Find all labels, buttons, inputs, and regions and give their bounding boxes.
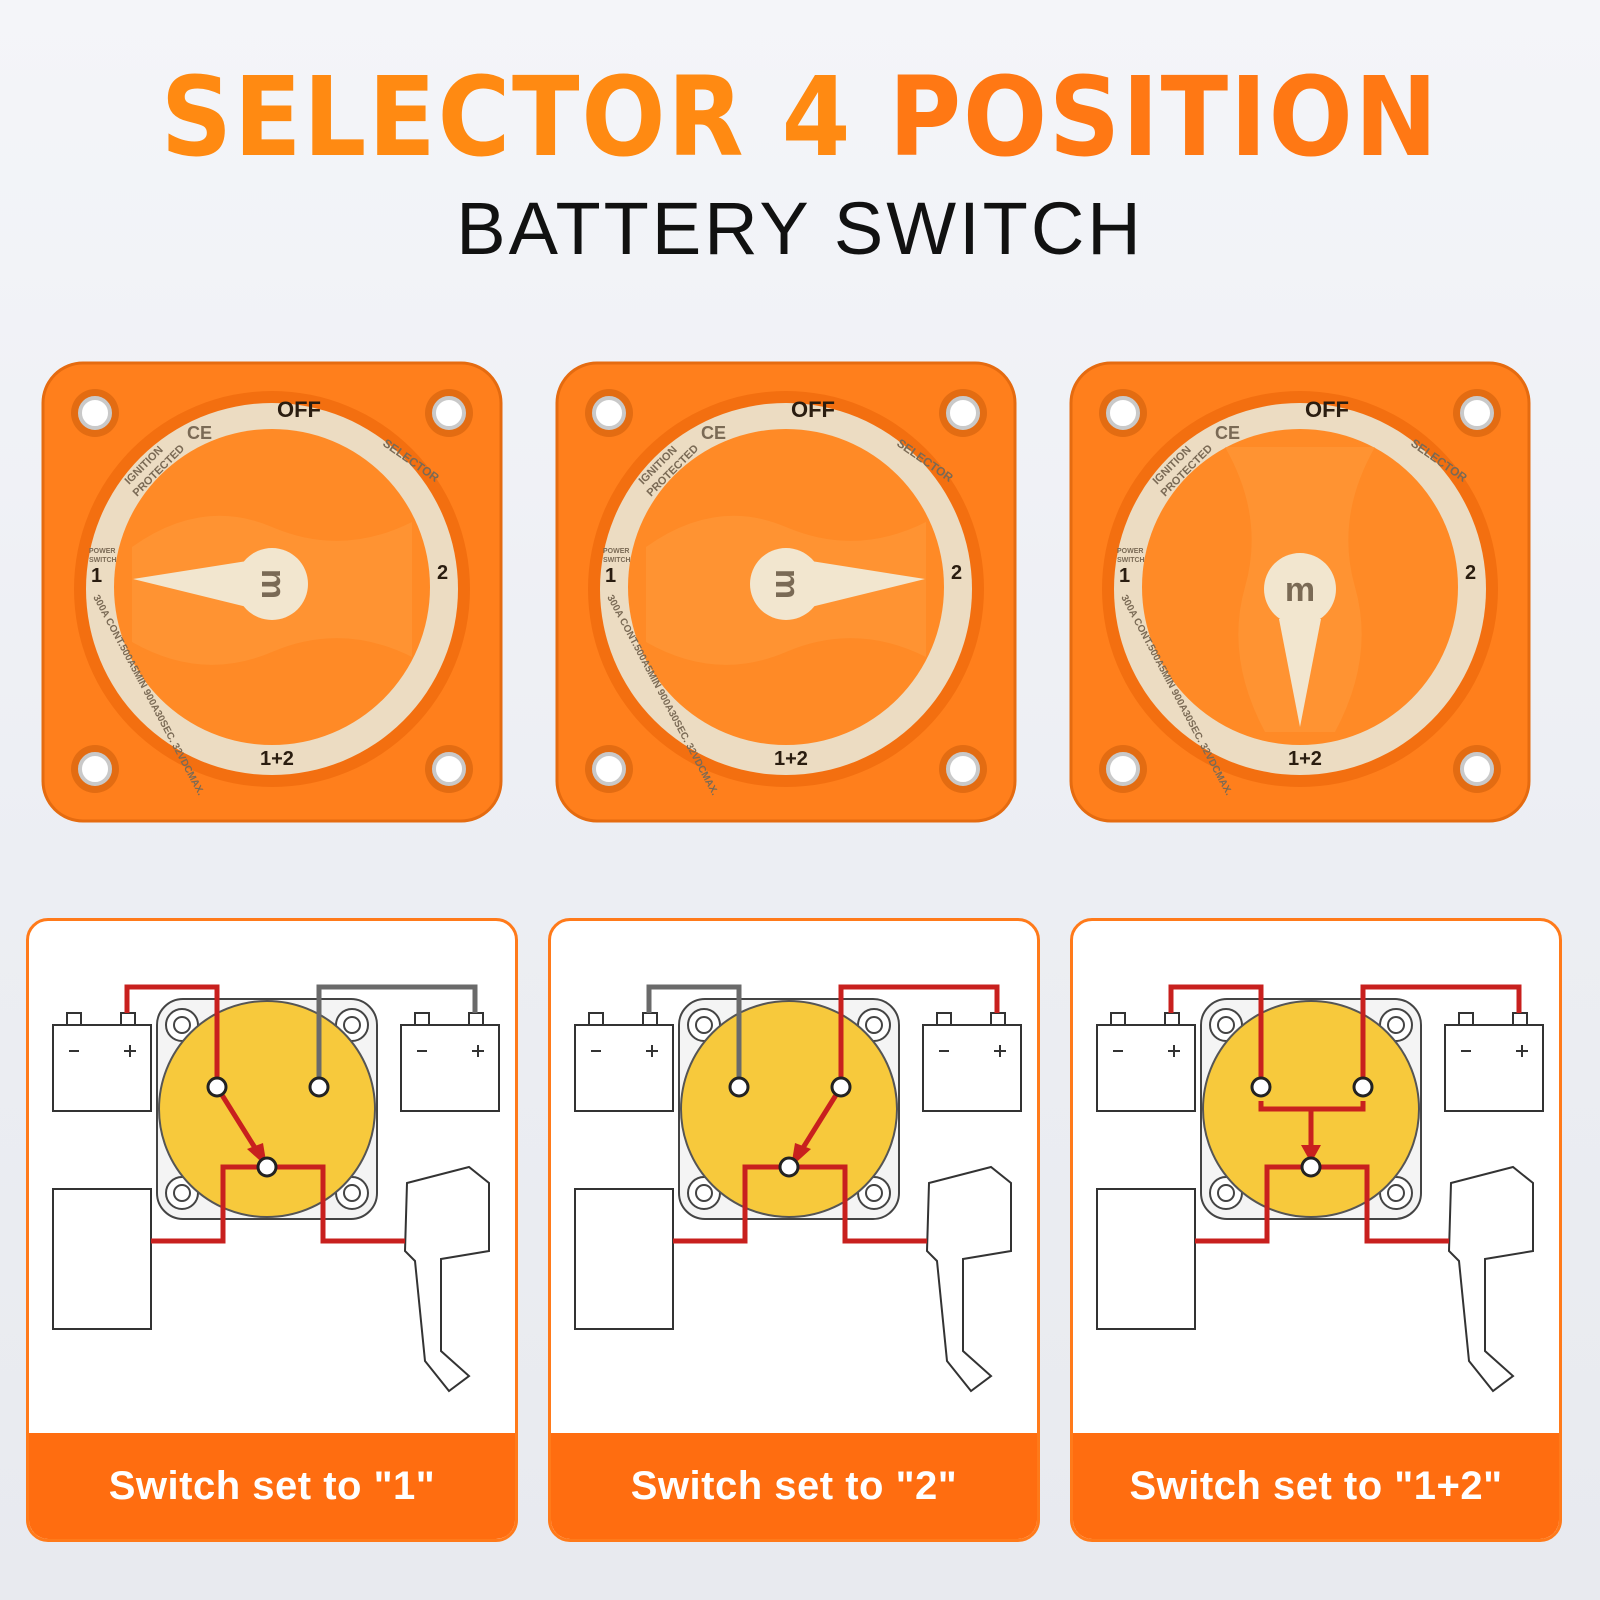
outboard-motor-icon	[1447, 1165, 1534, 1393]
wire-battery-2	[316, 984, 478, 1087]
dial-switch-label: SWITCH	[1117, 557, 1145, 564]
battery-1-icon	[52, 1024, 152, 1112]
dial-ce-mark: CE	[701, 423, 726, 443]
wire-battery-1	[1168, 984, 1264, 1087]
terminal-1-icon	[206, 1076, 228, 1098]
page-title: SELECTOR 4 POSITION	[80, 62, 1520, 172]
current-arrow	[798, 1085, 844, 1153]
dial-power-label: POWER	[603, 548, 629, 555]
common-terminal-icon	[1300, 1156, 1322, 1178]
dial-switch-label: SWITCH	[89, 557, 117, 564]
card-caption: Switch set to "1+2"	[1073, 1433, 1559, 1539]
wire-battery-2	[1360, 984, 1522, 1087]
wire-battery-2	[838, 984, 1000, 1087]
current-arrow	[214, 1085, 260, 1153]
outboard-motor-icon	[925, 1165, 1012, 1393]
battery-switch-position-2: OFF CE SELECTOR IGNITION PROTECTED POWER…	[551, 357, 1021, 827]
battery-2-icon	[922, 1024, 1022, 1112]
dial-position-1-2-label: 1+2	[774, 748, 808, 770]
dial-position-1-label: 1	[605, 565, 616, 587]
outboard-motor-icon	[403, 1165, 490, 1393]
dial-logo: m	[768, 569, 806, 599]
title-part-1: SELECTOR 4	[160, 53, 853, 181]
title-part-2: POSITION	[888, 53, 1440, 181]
wiring-card-position-2: Switch set to "2"	[548, 918, 1040, 1542]
switch-dial-icon	[680, 1000, 898, 1218]
switch-graphic: OFF CE SELECTOR IGNITION PROTECTED POWER…	[1069, 361, 1531, 823]
switch-graphic: OFF CE SELECTOR IGNITION PROTECTED POWER…	[555, 361, 1017, 823]
battery-1-icon	[1096, 1024, 1196, 1112]
fuse-panel-icon	[52, 1188, 152, 1330]
dial-switch-label: SWITCH	[603, 557, 631, 564]
dial-logo: m	[1285, 571, 1315, 609]
common-terminal-icon	[256, 1156, 278, 1178]
battery-switch-position-1: OFF CE SELECTOR IGNITION PROTECTED POWER…	[37, 357, 507, 827]
dial-ce-mark: CE	[1215, 423, 1240, 443]
dial-off-label: OFF	[277, 397, 321, 422]
dial-position-1-2-label: 1+2	[1288, 748, 1322, 770]
wiring-diagram	[52, 984, 500, 1393]
dial-position-1-label: 1	[91, 565, 102, 587]
dial-power-label: POWER	[89, 548, 115, 555]
wiring-card-position-1-2: Switch set to "1+2"	[1070, 918, 1562, 1542]
switch-graphic: OFF CE SELECTOR IGNITION PROTECTED POWER…	[41, 361, 503, 823]
wire-battery-1	[124, 984, 220, 1087]
dial-position-2-label: 2	[951, 562, 962, 584]
terminal-2-icon	[830, 1076, 852, 1098]
dial-position-1-label: 1	[1119, 565, 1130, 587]
wire-battery-1	[646, 984, 742, 1087]
fuse-panel-icon	[574, 1188, 674, 1330]
battery-1-icon	[574, 1024, 674, 1112]
battery-2-icon	[400, 1024, 500, 1112]
dial-position-2-label: 2	[1465, 562, 1476, 584]
fuse-panel-icon	[1096, 1188, 1196, 1330]
dial-position-2-label: 2	[437, 562, 448, 584]
common-terminal-icon	[778, 1156, 800, 1178]
card-caption: Switch set to "2"	[551, 1433, 1037, 1539]
switch-dial-icon	[158, 1000, 376, 1218]
terminal-1-icon	[1250, 1076, 1272, 1098]
terminal-1-icon	[728, 1076, 750, 1098]
dial-power-label: POWER	[1117, 548, 1143, 555]
terminal-2-icon	[1352, 1076, 1374, 1098]
dial-logo: m	[254, 569, 292, 599]
wiring-diagram	[574, 984, 1022, 1393]
wiring-diagram	[1096, 984, 1544, 1393]
dial-off-label: OFF	[791, 397, 835, 422]
dial-ce-mark: CE	[187, 423, 212, 443]
wiring-card-position-1: Switch set to "1"	[26, 918, 518, 1542]
battery-2-icon	[1444, 1024, 1544, 1112]
battery-switch-position-1-2: OFF CE SELECTOR IGNITION PROTECTED POWER…	[1065, 357, 1535, 827]
dial-off-label: OFF	[1305, 397, 1349, 422]
page-subtitle: BATTERY SWITCH	[456, 187, 1144, 270]
dial-position-1-2-label: 1+2	[260, 748, 294, 770]
terminal-2-icon	[308, 1076, 330, 1098]
card-caption: Switch set to "1"	[29, 1433, 515, 1539]
